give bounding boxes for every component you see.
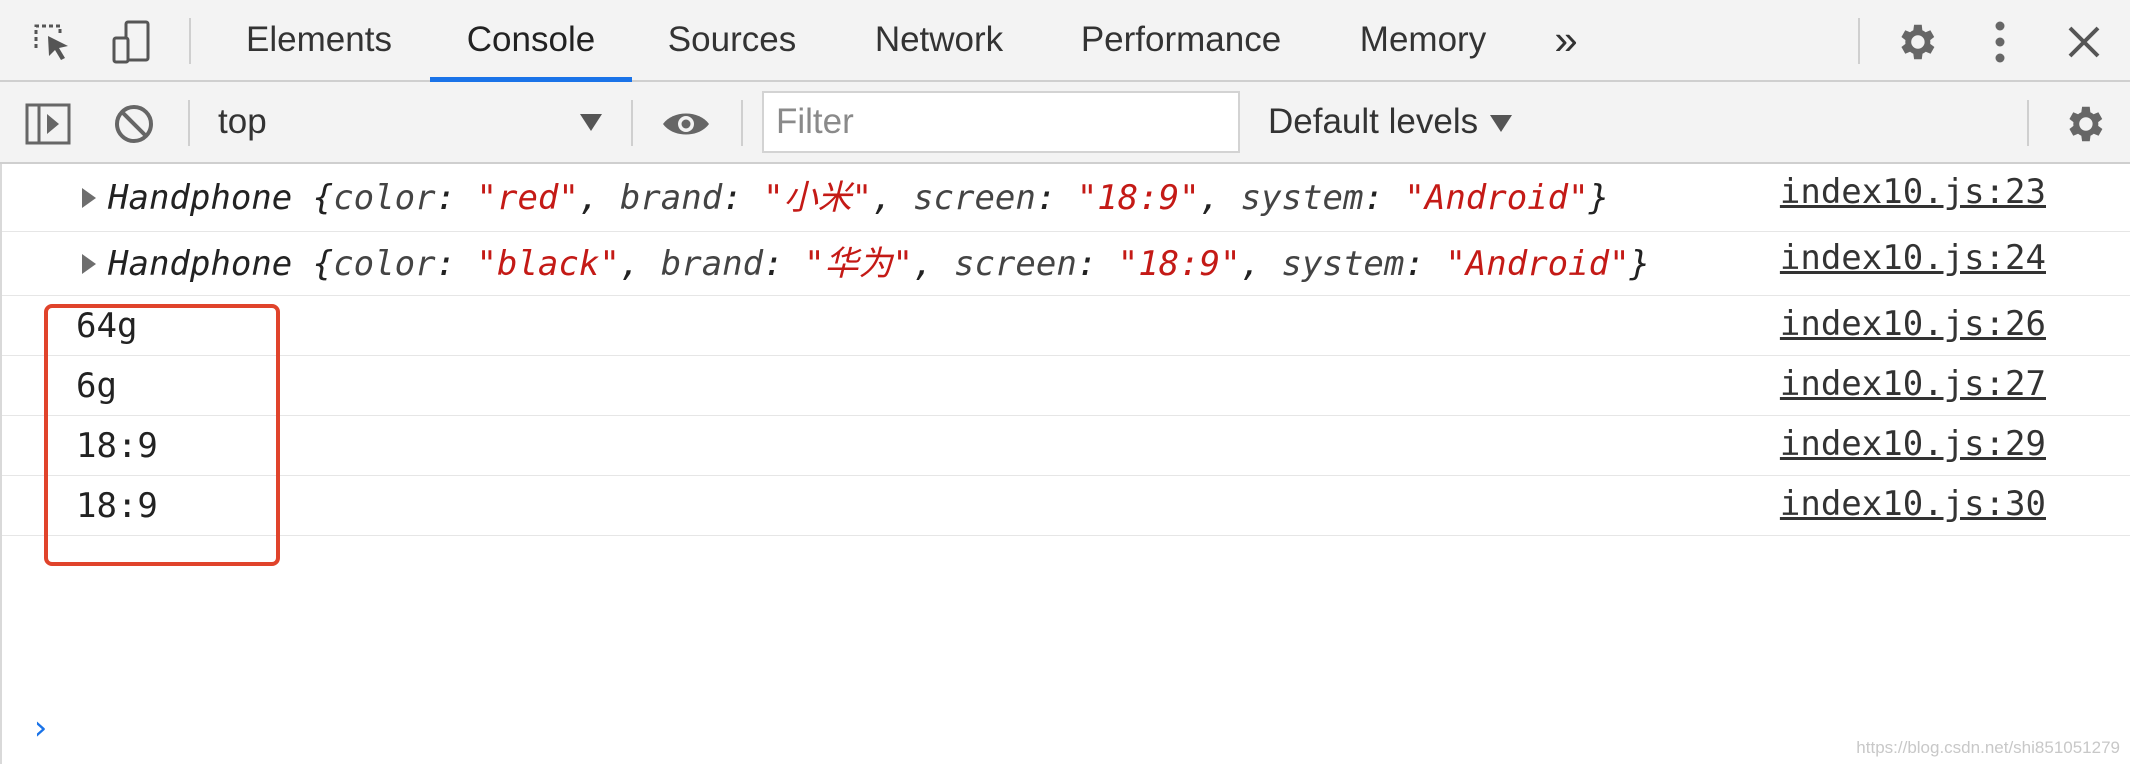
source-link[interactable]: index10.js:24 bbox=[1779, 238, 2046, 278]
more-tabs-icon[interactable]: » bbox=[1554, 16, 1578, 63]
console-message: Handphone {color: "black", brand: "华为", … bbox=[2, 232, 2130, 296]
console-message: Handphone {color: "red", brand: "小米", sc… bbox=[2, 164, 2130, 232]
console-message: 18:9 index10.js:30 bbox=[2, 476, 2130, 536]
filter-input[interactable] bbox=[762, 91, 1240, 153]
clear-console-icon[interactable] bbox=[108, 98, 160, 150]
log-levels-dropdown[interactable]: Default levels bbox=[1268, 92, 1513, 152]
chevron-down-icon bbox=[1490, 115, 1513, 133]
watermark: https://blog.csdn.net/shi851051279 bbox=[1856, 738, 2120, 757]
console-output: Handphone {color: "red", brand: "小米", sc… bbox=[0, 164, 2130, 764]
toolbar-divider bbox=[631, 100, 633, 146]
tab-memory[interactable]: Memory bbox=[1359, 20, 1487, 59]
tab-performance[interactable]: Performance bbox=[1080, 20, 1282, 59]
chevron-down-icon bbox=[580, 114, 602, 131]
expand-triangle-icon[interactable] bbox=[82, 254, 96, 274]
console-settings-gear-icon[interactable] bbox=[2058, 98, 2110, 150]
source-link[interactable]: index10.js:23 bbox=[1779, 172, 2046, 212]
execution-context-value: top bbox=[218, 102, 267, 141]
source-link[interactable]: index10.js:29 bbox=[1779, 424, 2046, 464]
settings-gear-icon[interactable] bbox=[1890, 16, 1942, 68]
log-levels-label: Default levels bbox=[1268, 102, 1479, 141]
tab-elements[interactable]: Elements bbox=[246, 20, 392, 59]
live-expression-eye-icon[interactable] bbox=[660, 98, 712, 150]
log-text: 6g bbox=[76, 366, 117, 406]
inspect-element-icon[interactable] bbox=[26, 16, 78, 68]
source-link[interactable]: index10.js:26 bbox=[1779, 304, 2046, 344]
object-preview[interactable]: Handphone {color: "red", brand: "小米", sc… bbox=[108, 178, 1610, 218]
console-message: 18:9 index10.js:29 bbox=[2, 416, 2130, 476]
toolbar-divider bbox=[189, 18, 191, 64]
toolbar-divider bbox=[1858, 18, 1860, 64]
show-console-sidebar-icon[interactable] bbox=[22, 98, 74, 150]
console-message: 6g index10.js:27 bbox=[2, 356, 2130, 416]
log-text: 64g bbox=[76, 306, 138, 346]
close-icon[interactable] bbox=[2058, 16, 2110, 68]
more-options-icon[interactable] bbox=[1974, 16, 2026, 68]
devtools-tab-bar: Elements Console Sources Network Perform… bbox=[0, 0, 2130, 82]
tab-sources[interactable]: Sources bbox=[667, 20, 797, 59]
toolbar-divider bbox=[2027, 100, 2029, 146]
toolbar-divider bbox=[188, 100, 190, 146]
source-link[interactable]: index10.js:27 bbox=[1779, 364, 2046, 404]
tab-network[interactable]: Network bbox=[874, 20, 1004, 59]
source-link[interactable]: index10.js:30 bbox=[1779, 484, 2046, 524]
object-preview[interactable]: Handphone {color: "black", brand: "华为", … bbox=[108, 244, 1651, 284]
tab-console[interactable]: Console bbox=[430, 0, 632, 82]
console-prompt-icon[interactable]: › bbox=[30, 708, 51, 748]
execution-context-select[interactable]: top bbox=[200, 92, 610, 152]
device-toolbar-icon[interactable] bbox=[106, 16, 158, 68]
console-toolbar: top Default levels bbox=[0, 82, 2130, 164]
log-text: 18:9 bbox=[76, 426, 158, 466]
expand-triangle-icon[interactable] bbox=[82, 188, 96, 208]
toolbar-divider bbox=[741, 100, 743, 146]
log-text: 18:9 bbox=[76, 486, 158, 526]
console-message: 64g index10.js:26 bbox=[2, 296, 2130, 356]
